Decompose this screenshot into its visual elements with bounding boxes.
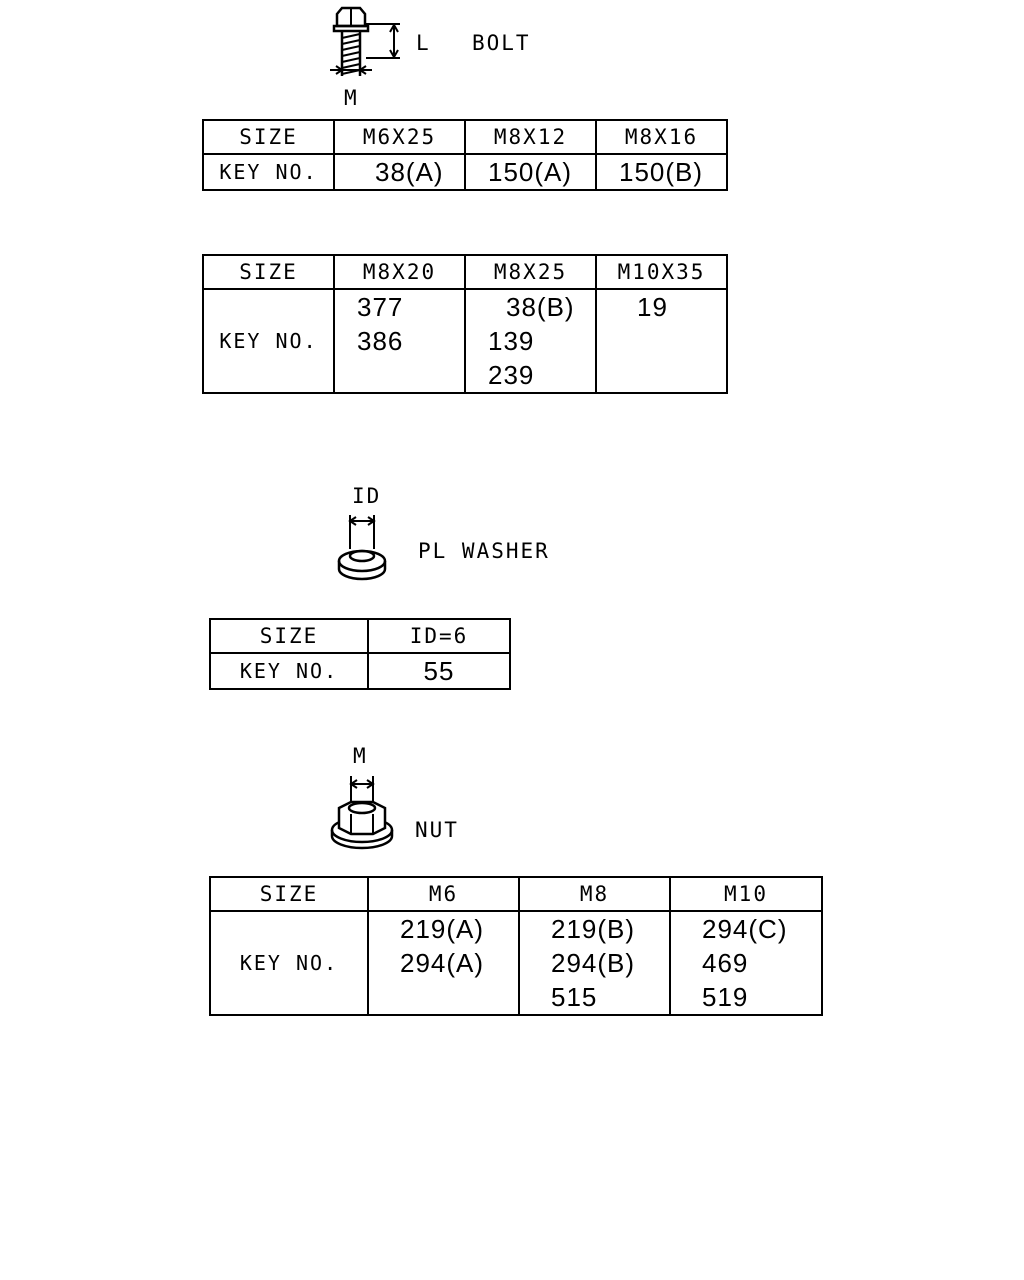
key-cell: 55 xyxy=(367,652,511,690)
key-number: 150(B) xyxy=(619,157,704,187)
nut-size-table: SIZE M6 M8 M10 KEY NO. 219(A) 294(A) 219… xyxy=(209,876,823,1016)
nut-icon xyxy=(330,776,394,850)
size-cell: ID=6 xyxy=(367,618,511,654)
bolt-thread-label: M xyxy=(344,86,359,110)
key-cell: 219(A) 294(A) xyxy=(367,910,520,1016)
key-cell: 150(A) xyxy=(464,153,597,191)
key-number: 519 xyxy=(702,982,749,1012)
key-cell: 19 xyxy=(595,288,728,394)
key-number: 150(A) xyxy=(488,157,573,187)
key-no-header: KEY NO. xyxy=(209,910,369,1016)
key-no-header: KEY NO. xyxy=(202,288,335,394)
key-number: 469 xyxy=(702,948,749,978)
key-cell: 219(B) 294(B) 515 xyxy=(518,910,671,1016)
size-cell: M10 xyxy=(669,876,823,912)
washer-id-label: ID xyxy=(352,484,382,508)
bolt-title: BOLT xyxy=(472,31,531,55)
size-cell: M8 xyxy=(518,876,671,912)
key-number: 38(B) xyxy=(506,292,575,322)
key-number: 219(B) xyxy=(551,914,636,944)
key-row: KEY NO. 55 xyxy=(209,652,511,690)
size-row: SIZE ID=6 xyxy=(209,618,511,654)
washer-title: PL WASHER xyxy=(418,539,550,563)
key-number: 294(A) xyxy=(400,948,485,978)
key-number: 38(A) xyxy=(375,157,444,187)
key-cell: 38(B) 139 239 xyxy=(464,288,597,394)
washer-size-table: SIZE ID=6 KEY NO. 55 xyxy=(209,618,511,690)
key-number: 377 xyxy=(357,292,404,322)
bolt-icon xyxy=(330,6,400,76)
size-cell: M8X12 xyxy=(464,119,597,155)
bolt-size-table-2: SIZE M8X20 M8X25 M10X35 KEY NO. 377 386 … xyxy=(202,254,728,394)
size-header: SIZE xyxy=(209,876,369,912)
key-number: 294(B) xyxy=(551,948,636,978)
bolt-length-label: L xyxy=(416,31,431,55)
nut-thread-label: M xyxy=(353,744,368,768)
key-number: 55 xyxy=(423,656,455,686)
key-number: 239 xyxy=(488,360,535,390)
key-row: KEY NO. 219(A) 294(A) 219(B) 294(B) 515 … xyxy=(209,910,823,1016)
size-row: SIZE M6 M8 M10 xyxy=(209,876,823,912)
size-cell: M8X25 xyxy=(464,254,597,290)
washer-icon xyxy=(337,515,387,581)
key-number: 386 xyxy=(357,326,404,356)
size-cell: M8X16 xyxy=(595,119,728,155)
key-cell: 150(B) xyxy=(595,153,728,191)
key-cell: 377 386 xyxy=(333,288,466,394)
size-cell: M8X20 xyxy=(333,254,466,290)
nut-title: NUT xyxy=(415,818,459,842)
size-cell: M6X25 xyxy=(333,119,466,155)
key-no-header: KEY NO. xyxy=(202,153,335,191)
key-number: 515 xyxy=(551,982,598,1012)
key-no-header: KEY NO. xyxy=(209,652,369,690)
bolt-size-table-1: SIZE M6X25 M8X12 M8X16 KEY NO. 38(A) 150… xyxy=(202,119,728,191)
size-cell: M6 xyxy=(367,876,520,912)
size-header: SIZE xyxy=(209,618,369,654)
key-row: KEY NO. 38(A) 150(A) 150(B) xyxy=(202,153,728,191)
size-header: SIZE xyxy=(202,254,335,290)
key-cell: 294(C) 469 519 xyxy=(669,910,823,1016)
key-number: 219(A) xyxy=(400,914,485,944)
size-row: SIZE M8X20 M8X25 M10X35 xyxy=(202,254,728,290)
size-header: SIZE xyxy=(202,119,335,155)
key-number: 294(C) xyxy=(702,914,788,944)
key-number: 139 xyxy=(488,326,535,356)
key-number: 19 xyxy=(637,292,668,322)
key-row: KEY NO. 377 386 38(B) 139 239 19 xyxy=(202,288,728,394)
size-row: SIZE M6X25 M8X12 M8X16 xyxy=(202,119,728,155)
size-cell: M10X35 xyxy=(595,254,728,290)
key-cell: 38(A) xyxy=(333,153,466,191)
